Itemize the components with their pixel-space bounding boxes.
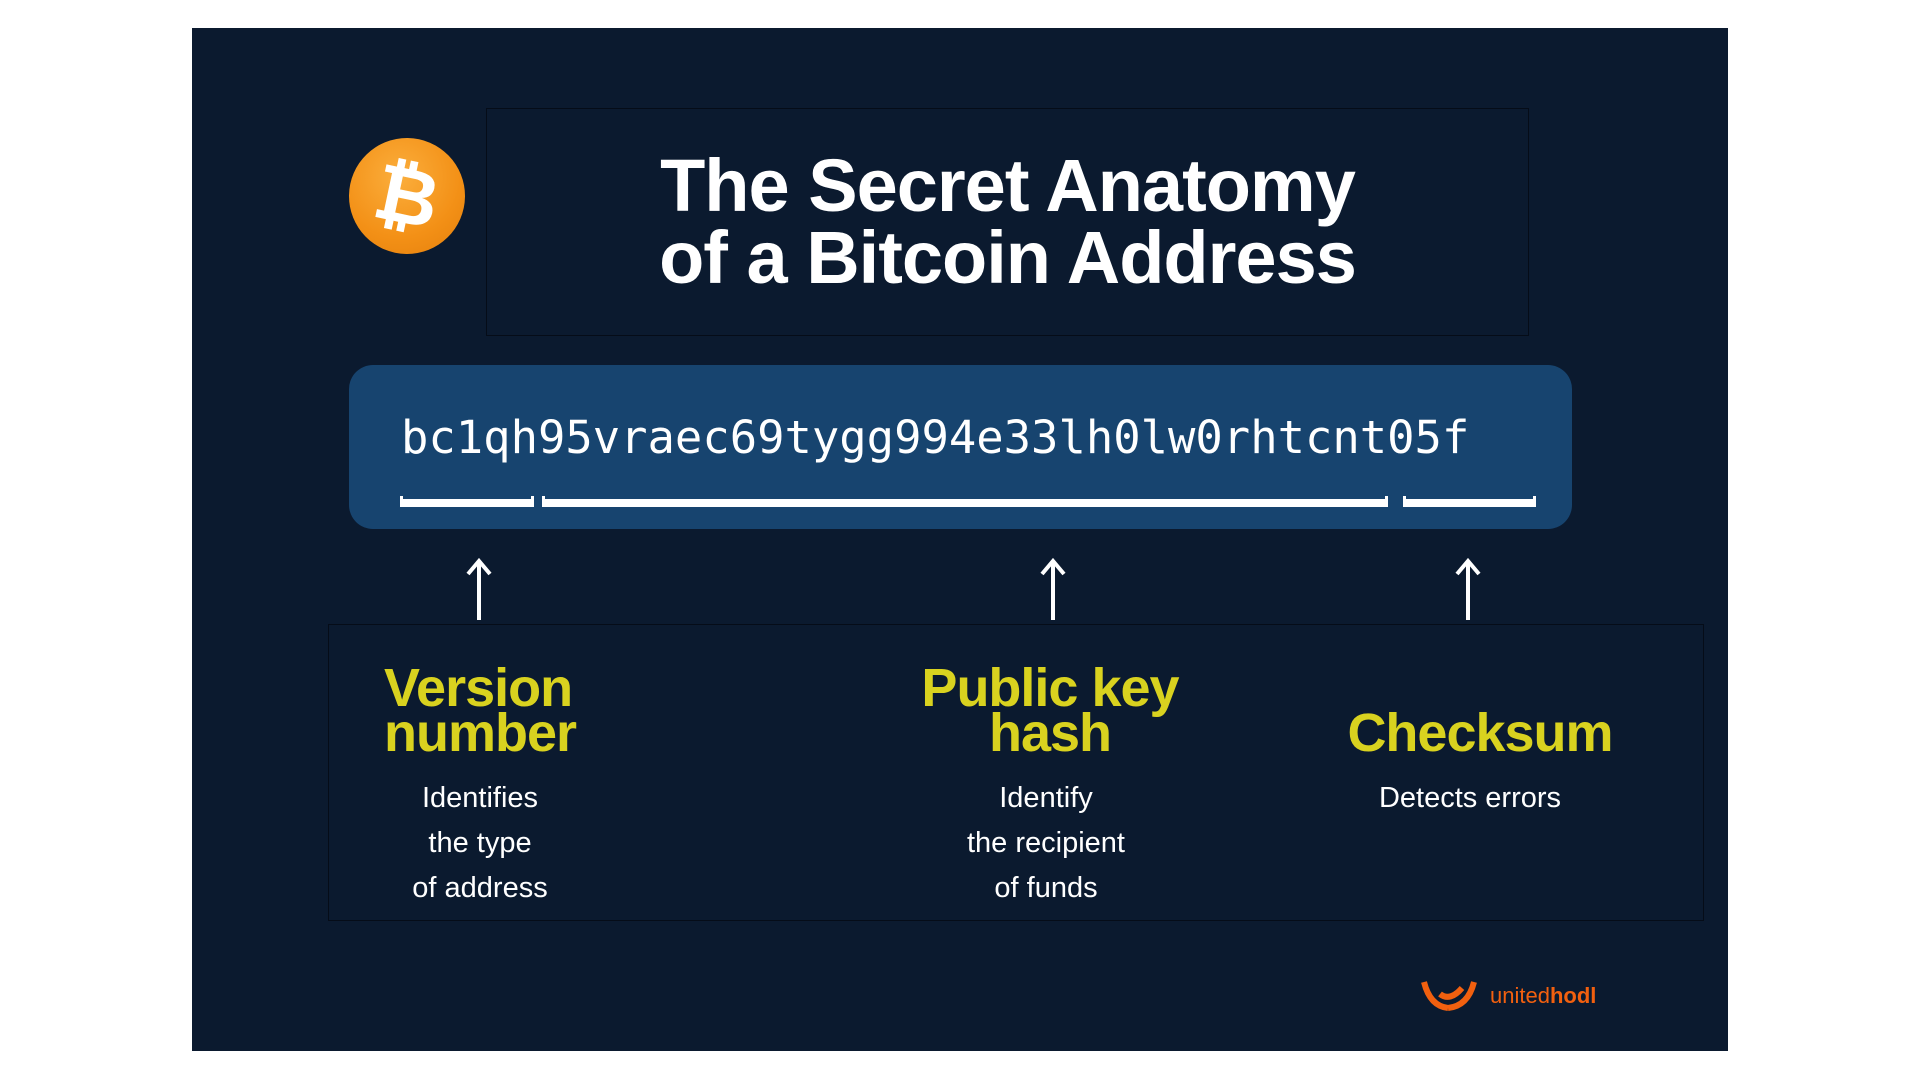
arrow-up-icon: [466, 558, 492, 620]
version-bracket: [400, 496, 534, 507]
title-box: The Secret Anatomy of a Bitcoin Address: [486, 108, 1529, 336]
pubkey-hash-bracket: [542, 496, 1388, 507]
bitcoin-symbol: ₿: [366, 145, 448, 246]
brand-part-1: united: [1490, 983, 1550, 1008]
desc-line: of funds: [994, 872, 1098, 904]
heading-line: Version: [384, 658, 573, 718]
version-heading: Version number: [384, 658, 577, 763]
address-box: bc1qh95vraec69tygg994e33lh0lw0rhtcnt05f: [349, 365, 1572, 529]
unitedhodl-logo-icon: [1421, 981, 1477, 1011]
version-description: Identifies the type of address: [380, 776, 580, 911]
heading-line: number: [384, 703, 577, 763]
brand-part-2: hodl: [1549, 983, 1597, 1008]
bitcoin-address: bc1qh95vraec69tygg994e33lh0lw0rhtcnt05f: [401, 411, 1470, 464]
checksum-description: Detects errors: [1330, 776, 1610, 821]
title-line-2: of a Bitcoin Address: [659, 216, 1357, 299]
checksum-heading: Checksum: [1330, 703, 1630, 763]
brand-logo: unitedhodl: [1420, 978, 1596, 1014]
pubkey-hash-heading: Public key hash: [900, 658, 1200, 763]
heading-line: Checksum: [1347, 703, 1613, 763]
brand-name: unitedhodl: [1490, 983, 1596, 1009]
desc-line: Detects errors: [1378, 782, 1562, 814]
heading-line: Public key: [921, 658, 1179, 718]
desc-line: of address: [412, 872, 548, 904]
arrow-up-icon: [1455, 558, 1481, 620]
checksum-bracket: [1403, 496, 1536, 507]
title-line-1: The Secret Anatomy: [660, 144, 1356, 227]
desc-line: Identify: [999, 782, 1093, 814]
arrow-up-icon: [1040, 558, 1066, 620]
pubkey-hash-description: Identify the recipient of funds: [936, 776, 1156, 911]
explanation-box: [328, 624, 1704, 921]
desc-line: the recipient: [967, 827, 1125, 859]
desc-line: Identifies: [421, 782, 539, 814]
heading-line: hash: [988, 703, 1112, 763]
desc-line: the type: [428, 827, 532, 859]
